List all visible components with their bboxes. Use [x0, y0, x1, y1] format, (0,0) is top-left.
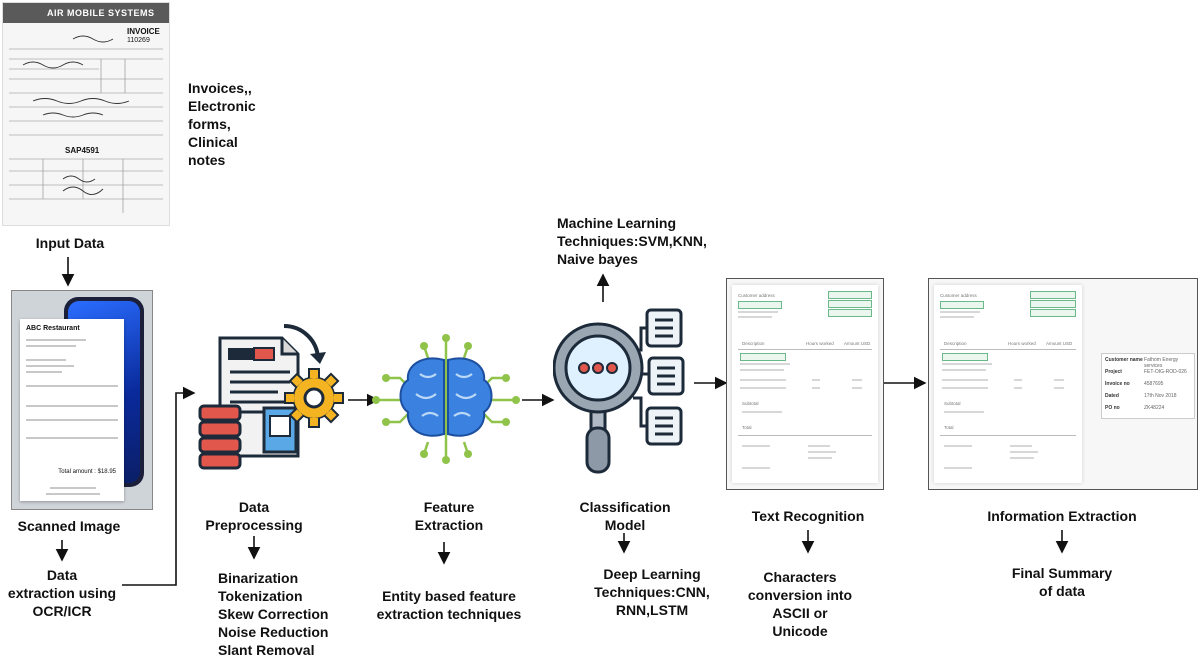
- arrow-ocr-to-preprocessing: [122, 386, 196, 586]
- information-extraction-detail: Final Summary of data: [1011, 565, 1113, 599]
- summary-row: Dated 17th Nov 2018: [1105, 393, 1177, 399]
- summary-row: Project FET-OIG-ROD-026: [1105, 369, 1187, 375]
- input-types-label: Invoices,, Electronic forms, Clinical no…: [188, 80, 256, 168]
- summary-row: Customer name Fathom Energy services: [1105, 357, 1179, 369]
- feature-detail: Entity based feature extraction techniqu…: [376, 588, 522, 622]
- summary-table: Customer name Fathom Energy services Pro…: [1101, 353, 1195, 419]
- summary-row: PO no ZK48224: [1105, 405, 1165, 411]
- information-extraction-title: Information Extraction: [987, 508, 1137, 524]
- doc2-description: Description: [944, 341, 967, 346]
- input-data-label: Input Data: [35, 235, 105, 251]
- summary-row: Invoice no 4587695: [1105, 381, 1164, 387]
- dl-techniques: Deep Learning Techniques:CNN, RNN,LSTM: [594, 566, 710, 618]
- scanned-image-label: Scanned Image: [17, 518, 121, 534]
- doc1-hours: Hours worked: [806, 341, 834, 346]
- doc2-amount: Amount USD: [1046, 341, 1073, 346]
- invoice-code: SAP4591: [65, 146, 100, 155]
- brain-icon: [372, 334, 520, 464]
- doc2-customer-address: Customer address: [940, 293, 977, 298]
- receipt-total: Total amount : $18.95: [58, 469, 116, 475]
- scanned-image: ABC Restaurant Total amount : $18.95: [11, 290, 153, 510]
- text-recognition-title: Text Recognition: [751, 508, 865, 524]
- invoice-word: INVOICE: [127, 27, 160, 36]
- invoice-header-bar: [3, 3, 169, 23]
- doc2-total: Total: [944, 425, 954, 430]
- ocr-step-label: Data extraction using OCR/ICR: [7, 567, 117, 619]
- preprocessing-icon: [198, 323, 344, 470]
- doc1-amount: Amount USD: [844, 341, 871, 346]
- invoice-number: 110269: [127, 37, 150, 44]
- receipt-title: ABC Restaurant: [26, 325, 80, 332]
- ml-techniques: Machine Learning Techniques:SVM,KNN, Nai…: [557, 215, 707, 267]
- information-extraction-document: Customer address Description Hours worke…: [928, 278, 1198, 490]
- text-recognition-document: Customer address Description Hours worke…: [726, 278, 884, 490]
- doc1-subtotal: Subtotal: [742, 401, 759, 406]
- invoice-image: AIR MOBILE SYSTEMS INVOICE 110269 SAP459…: [2, 2, 170, 226]
- receipt: ABC Restaurant Total amount : $18.95: [20, 319, 124, 501]
- text-recognition-detail: Characters conversion into ASCII or Unic…: [747, 569, 853, 639]
- doc2-hours: Hours worked: [1008, 341, 1036, 346]
- preprocessing-title: Data Preprocessing: [205, 499, 303, 533]
- feature-title: Feature Extraction: [414, 499, 484, 533]
- doc2-subtotal: Subtotal: [944, 401, 961, 406]
- classification-title: Classification Model: [579, 499, 671, 533]
- preprocessing-steps: Binarization Tokenization Skew Correctio…: [218, 570, 329, 658]
- doc1-customer-address: Customer address: [738, 293, 775, 298]
- invoice-handwriting: [9, 35, 163, 213]
- invoice-company: AIR MOBILE SYSTEMS: [47, 8, 155, 18]
- doc1-total: Total: [742, 425, 752, 430]
- doc1-description: Description: [742, 341, 765, 346]
- classification-icon: [553, 308, 685, 474]
